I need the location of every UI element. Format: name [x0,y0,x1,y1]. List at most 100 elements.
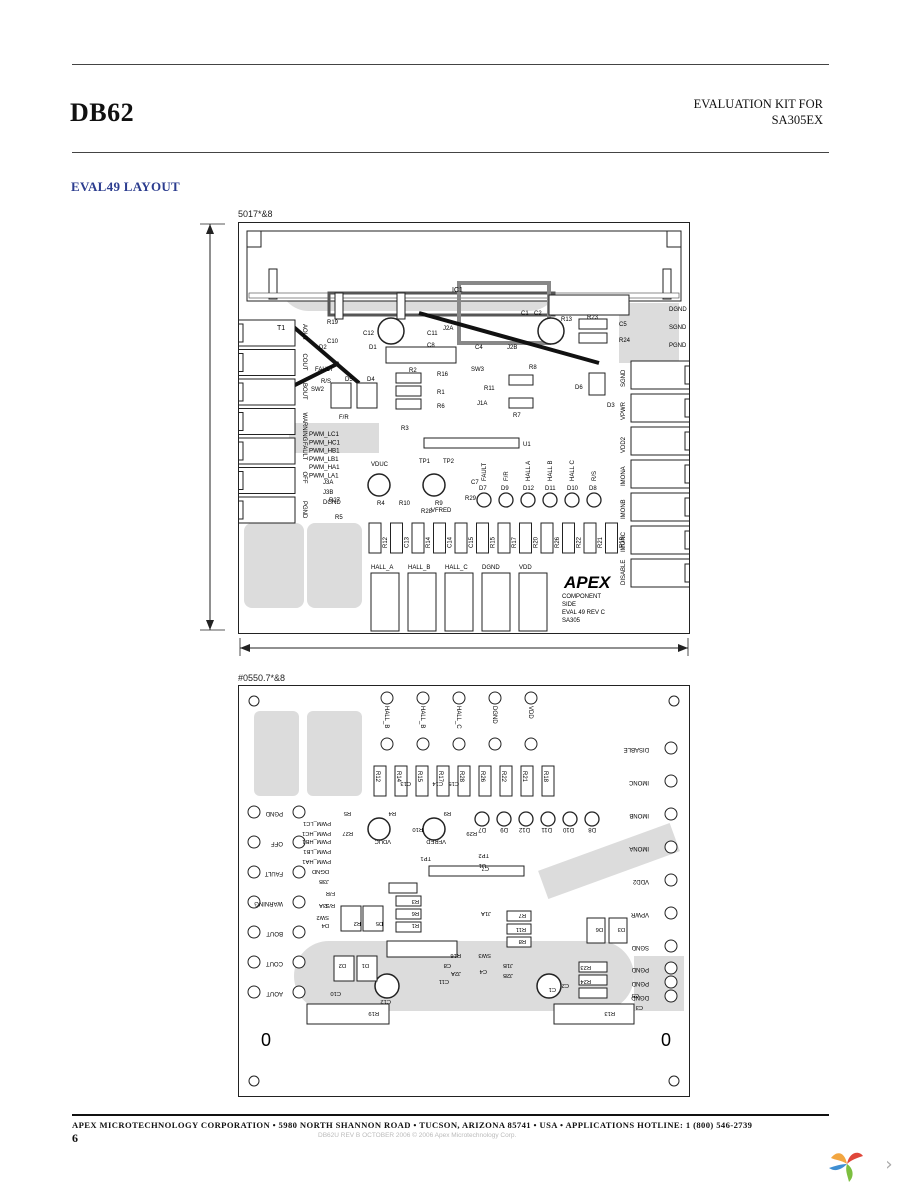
resistor-label: C14 [448,536,454,548]
solder-right-label: DISABLE [624,746,649,752]
connector-latch [684,497,689,517]
right-connector-label: VDD2 [621,436,627,453]
solder-misc-label: R11 [516,926,526,932]
resistor-label: C15 [469,536,475,548]
led-label: D7 [479,486,487,492]
left-pad [247,925,261,939]
led-pad [564,492,580,508]
solder-right-label: PGND [631,980,649,986]
pwm-label: PWM_LB1 [309,456,339,463]
section-title: EVAL49 LAYOUT [71,179,181,194]
header-pad [452,691,466,705]
solder-resistor-label: R26 [479,771,485,783]
header-pad [524,737,538,751]
label-r5: R5 [335,515,343,521]
solder-misc-label: C4 [479,968,487,974]
left-connector-label: BOUT [301,383,307,400]
solder-misc-label: R27 [342,830,353,836]
label-c2: C2 [534,311,542,317]
label-r29: R29 [465,496,477,502]
header-pad [416,737,430,751]
solder-right-label: IMONC [628,779,649,785]
solder-misc-label: D4 [321,922,329,928]
resistor-body [520,765,534,797]
label-r8: R8 [529,365,537,371]
connector-latch [239,441,244,461]
right-connector [630,360,689,390]
resistor-label: R15 [491,536,497,548]
pwm-label: PWM_HA1 [309,464,340,471]
led-label: D11 [545,486,556,492]
bottom-board-dimension: #0550.7*&8 [238,673,286,683]
solder-header-label: HALL_C [455,706,461,729]
left-connector-label: COUT [301,354,307,371]
label-r1: R1 [437,390,445,396]
chevron-right-icon[interactable]: › [885,1154,893,1175]
right-connector [630,558,689,588]
solder-misc-label: VDUC [375,838,391,844]
led-name: F/R [504,471,510,481]
solder-left-label: OFF [271,840,283,846]
left-connector [239,467,296,494]
top-board-dimension: 5017*&8 [238,209,273,219]
resistor-label: R12 [383,536,389,548]
resistor-label: R18 [620,536,626,548]
label-sw3: SW3 [471,367,485,373]
label-u1: U1 [523,442,531,448]
solder-misc-label: C7 [482,865,489,871]
header-pad [380,737,394,751]
resistor-body [605,522,618,554]
connector-latch [684,464,689,484]
pwm-label: PWM_LC1 [309,431,339,438]
led-pad [542,492,558,508]
right-pad [664,774,678,788]
solder-led-label: D12 [518,826,530,832]
resistor-body [583,522,597,554]
header-body [444,572,474,632]
label-j2a: J2A [443,326,453,332]
solder-misc-label: C13 [400,780,411,786]
solder-misc-label: C3 [636,1004,643,1010]
header-pad [524,691,538,705]
resistor-body [394,765,408,797]
led-name: HALL A [526,461,532,481]
document-code: DB62 [70,98,135,127]
label-r6: R6 [437,404,445,410]
apex-logo: APEX [563,573,612,592]
solder-left-label: BOUT [266,930,283,936]
solder-misc-label: R7 [519,912,526,918]
solder-misc-label: R6 [412,910,419,916]
resistor-label: R20 [534,536,540,548]
label-d3: D3 [607,403,615,409]
label-r13: R13 [561,317,573,323]
solder-misc-label: PWM_LB1 [303,848,331,854]
label-r11: R11 [484,386,495,392]
solder-misc-label: PWM_HA1 [302,858,331,864]
led-name: FAULT [482,462,488,481]
right-connector [630,426,689,456]
led-pad [518,811,534,827]
led-pad [474,811,490,827]
label-r2: R2 [409,368,417,374]
corner-mark-right: 0 [661,1030,671,1050]
header-bottom-rule [72,152,829,153]
solder-misc-label: PWM_HC1 [302,830,331,836]
solder-misc-label: SW3 [478,952,491,958]
label-j3a: J3A [323,480,333,486]
right-connector [630,492,689,522]
solder-misc-label: J1A [481,910,491,916]
solder-left-label: WARNING [254,900,283,906]
dimension-lines [200,223,689,656]
right-connector-label: SGND [669,325,687,331]
connector-latch [239,412,244,431]
solder-resistor-label: R12 [374,771,380,783]
resistor-body [436,765,450,797]
right-connector [630,525,689,555]
header-pad [416,691,430,705]
led-name: HALL C [570,460,576,481]
connector-latch [239,471,244,490]
